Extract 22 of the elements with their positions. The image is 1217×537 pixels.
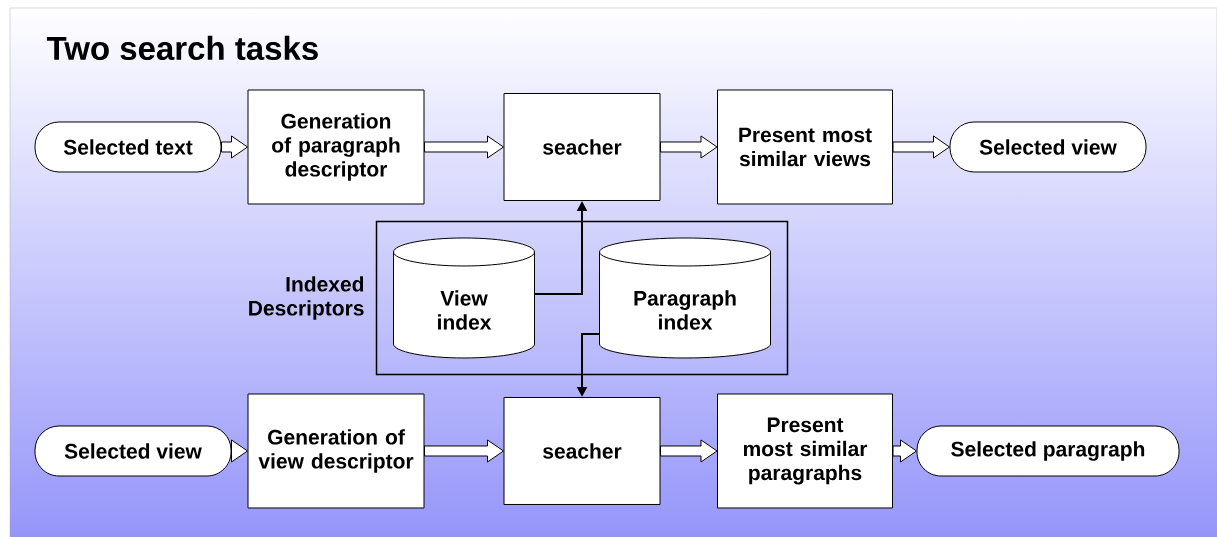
terminal-pill: Selected text [34, 121, 222, 173]
database-cylinder: Paragraph index [599, 237, 771, 359]
process-box: seacher [503, 397, 661, 505]
node-label: Indexed Descriptors [249, 276, 364, 320]
database-cylinder: View index [393, 237, 535, 359]
process-box: Present most similar views [717, 89, 893, 205]
terminal-pill: Selected view [34, 425, 232, 477]
title: Two search tasks [46, 35, 318, 61]
process-box: seacher [503, 93, 661, 201]
terminal-pill: Selected paragraph [916, 425, 1180, 477]
block-arrow [660, 135, 718, 159]
terminal-pill: Selected view [949, 121, 1147, 173]
process-box: Generation of paragraph descriptor [247, 89, 425, 205]
process-box: Generation of view descriptor [247, 393, 425, 509]
block-arrow [892, 135, 950, 159]
block-arrow [424, 135, 504, 159]
process-box: Present most similar paragraphs [717, 393, 893, 509]
block-arrow [231, 439, 248, 463]
block-arrow [221, 135, 248, 159]
block-arrow [892, 439, 917, 463]
block-arrow [424, 439, 504, 463]
block-arrow [660, 439, 718, 463]
